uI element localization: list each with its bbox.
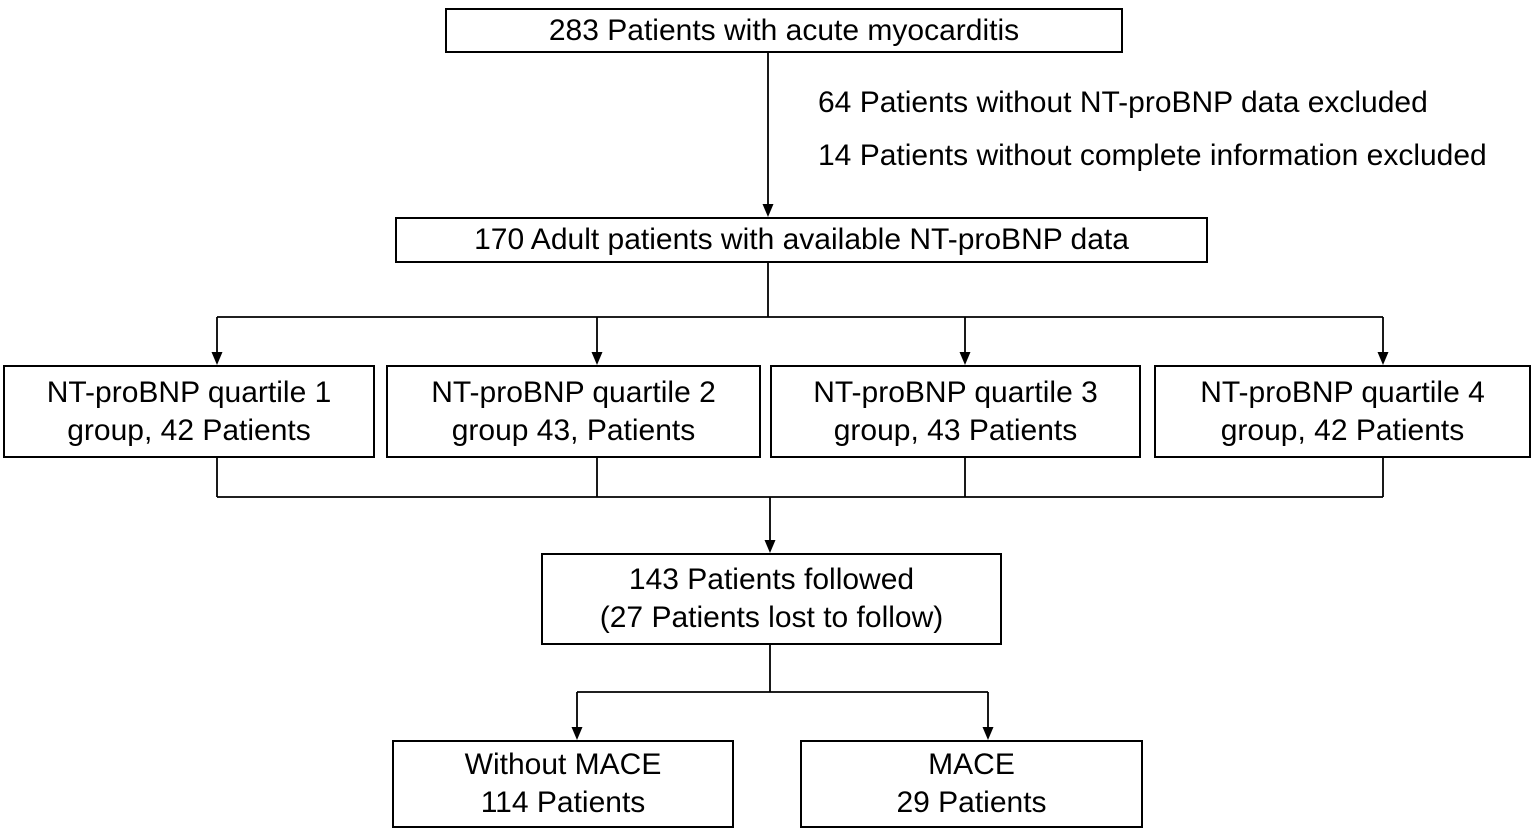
box-acute-myocarditis: 283 Patients with acute myocarditis [445, 8, 1123, 53]
exclusion-note-ntprobnp: 64 Patients without NT-proBNP data exclu… [818, 86, 1428, 119]
arrowhead-into-without-mace [571, 727, 583, 740]
arrowhead-into-quartile3 [959, 352, 971, 365]
box-quartile-2-line2: group 43, Patients [451, 413, 696, 447]
arrowhead-into-mace [982, 727, 994, 740]
box-quartile-1-line1: NT-proBNP quartile 1 [46, 375, 332, 409]
box-quartile-2: NT-proBNP quartile 2 group 43, Patients [386, 365, 761, 458]
box-followed: 143 Patients followed (27 Patients lost … [541, 553, 1002, 645]
box-quartile-4-line1: NT-proBNP quartile 4 [1200, 375, 1485, 409]
box-without-mace: Without MACE 114 Patients [392, 740, 734, 828]
box-acute-myocarditis-label: 283 Patients with acute myocarditis [548, 13, 1020, 47]
arrowhead-into-quartile1 [211, 352, 223, 365]
box-quartile-4: NT-proBNP quartile 4 group, 42 Patients [1154, 365, 1531, 458]
arrowhead-into-quartile4 [1377, 352, 1389, 365]
box-quartile-3: NT-proBNP quartile 3 group, 43 Patients [770, 365, 1141, 458]
box-quartile-1: NT-proBNP quartile 1 group, 42 Patients [3, 365, 375, 458]
box-mace-line2: 29 Patients [896, 786, 1047, 819]
arrowhead-into-followed [764, 540, 776, 553]
box-without-mace-line2: 114 Patients [480, 786, 646, 819]
box-mace: MACE 29 Patients [800, 740, 1143, 828]
box-followed-line1: 143 Patients followed [628, 563, 915, 596]
box-quartile-2-line1: NT-proBNP quartile 2 [431, 375, 716, 409]
exclusion-note-incomplete: 14 Patients without complete information… [818, 139, 1487, 172]
box-quartile-4-line2: group, 42 Patients [1220, 413, 1465, 447]
box-available-ntprobnp-label: 170 Adult patients with available NT-pro… [474, 223, 1129, 256]
box-without-mace-line1: Without MACE [464, 748, 662, 781]
box-quartile-1-line2: group, 42 Patients [67, 413, 311, 447]
box-mace-line1: MACE [928, 748, 1015, 781]
box-followed-line2: (27 Patients lost to follow) [599, 601, 944, 634]
arrowhead-into-available [762, 204, 774, 217]
box-quartile-3-line2: group, 43 Patients [833, 413, 1078, 447]
arrowhead-into-quartile2 [591, 352, 603, 365]
box-quartile-3-line1: NT-proBNP quartile 3 [813, 375, 1098, 409]
box-available-ntprobnp: 170 Adult patients with available NT-pro… [395, 217, 1208, 263]
